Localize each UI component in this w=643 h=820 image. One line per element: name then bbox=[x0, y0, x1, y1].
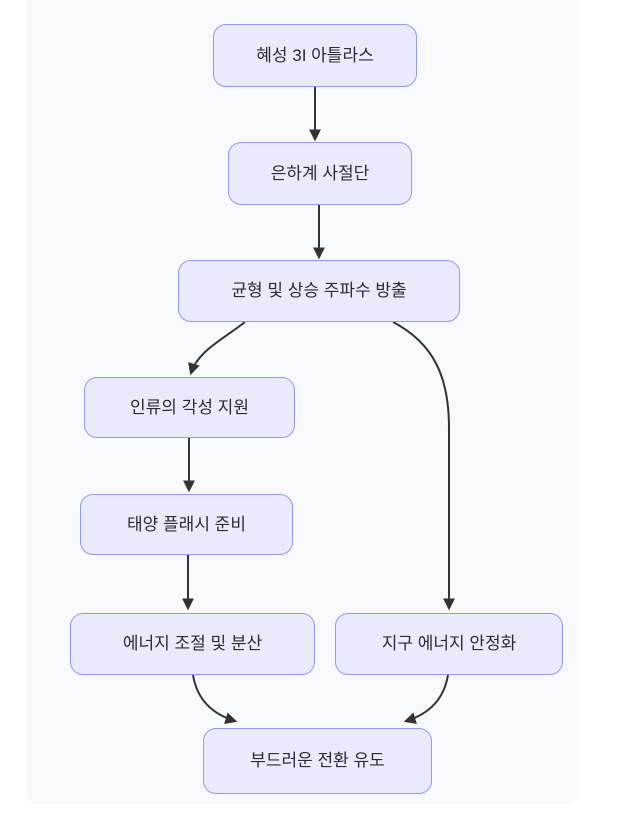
node-label: 부드러운 전환 유도 bbox=[250, 751, 385, 771]
node-energy-dispersion: 에너지 조절 및 분산 bbox=[70, 613, 315, 675]
node-solar-flash-prep: 태양 플래시 준비 bbox=[80, 494, 293, 555]
node-label: 혜성 3I 아틀라스 bbox=[256, 45, 374, 65]
node-comet-3i-atlas: 혜성 3I 아틀라스 bbox=[213, 24, 417, 87]
node-label: 은하계 사절단 bbox=[270, 163, 370, 183]
node-label: 태양 플래시 준비 bbox=[127, 514, 246, 534]
node-smooth-transition: 부드러운 전환 유도 bbox=[203, 728, 432, 794]
node-label: 지구 에너지 안정화 bbox=[381, 634, 517, 654]
node-label: 균형 및 상승 주파수 방출 bbox=[231, 281, 407, 301]
node-galactic-delegation: 은하계 사절단 bbox=[228, 142, 412, 205]
node-label: 에너지 조절 및 분산 bbox=[122, 634, 263, 654]
node-humanity-awakening: 인류의 각성 지원 bbox=[84, 377, 295, 438]
node-frequency-emission: 균형 및 상승 주파수 방출 bbox=[178, 260, 460, 322]
node-earth-energy-stabilization: 지구 에너지 안정화 bbox=[335, 613, 563, 675]
node-label: 인류의 각성 지원 bbox=[130, 397, 249, 417]
